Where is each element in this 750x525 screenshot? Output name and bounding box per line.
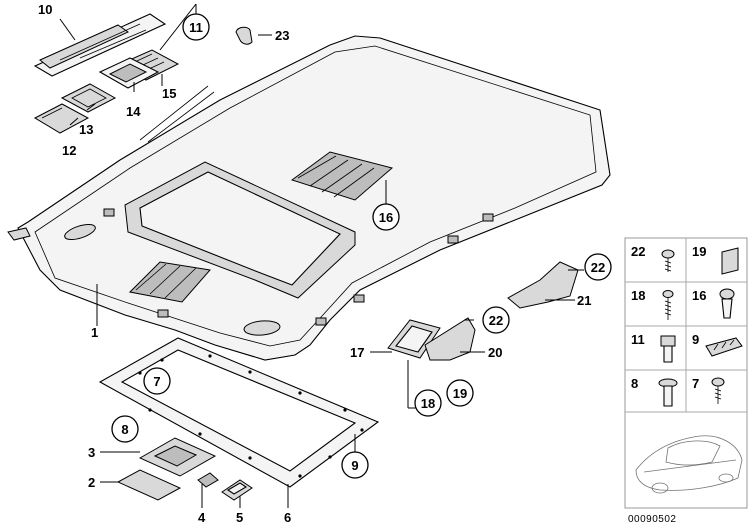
legend-label-19: 19 <box>692 244 706 259</box>
callout-4: 4 <box>198 510 206 525</box>
legend-label-18: 18 <box>631 288 645 303</box>
hex-bolt-icon <box>660 335 676 363</box>
legend-label-11: 11 <box>631 332 645 347</box>
callout-10: 10 <box>38 2 52 17</box>
expanding-rivet-icon <box>719 288 735 319</box>
callout-7: 7 <box>143 367 171 395</box>
tapping-screw-icon <box>711 377 725 404</box>
svg-text:22: 22 <box>489 313 503 328</box>
clip-plate-icon <box>721 247 739 275</box>
callout-17: 17 <box>350 345 364 360</box>
lens-13 <box>60 83 117 113</box>
screw-round-head-icon <box>661 249 675 272</box>
trim-clip-icon <box>705 337 743 357</box>
headliner-panel <box>7 35 611 361</box>
car-silhouette-icon <box>635 435 743 494</box>
svg-text:18: 18 <box>421 396 435 411</box>
callout-20: 20 <box>488 345 502 360</box>
callout-16: 16 <box>372 203 400 231</box>
callout-5: 5 <box>236 510 243 525</box>
callout-14: 14 <box>126 104 141 119</box>
svg-text:22: 22 <box>591 260 605 275</box>
callout-2: 2 <box>88 475 95 490</box>
svg-text:7: 7 <box>153 374 160 389</box>
callout-13: 13 <box>79 122 93 137</box>
svg-text:9: 9 <box>351 458 358 473</box>
svg-text:19: 19 <box>453 386 467 401</box>
clip-23 <box>235 26 253 45</box>
callout-21: 21 <box>577 293 591 308</box>
legend-label-7: 7 <box>692 376 699 391</box>
callout-1: 1 <box>91 325 98 340</box>
callouts: 10 11 23 15 14 13 12 16 1 7 8 3 2 4 5 6 … <box>38 2 612 525</box>
callout-12: 12 <box>62 143 76 158</box>
screw-long-icon <box>662 290 674 320</box>
bracket-21 <box>507 261 579 309</box>
light-housing-14 <box>98 57 160 89</box>
callout-22-lower: 22 <box>482 306 510 334</box>
callout-22-upper: 22 <box>584 253 612 281</box>
cover-12 <box>33 103 90 134</box>
callout-19: 19 <box>446 379 474 407</box>
svg-text:8: 8 <box>121 422 128 437</box>
light-cover-2 <box>116 469 182 501</box>
switch-4 <box>197 472 219 488</box>
svg-text:11: 11 <box>189 20 203 35</box>
leader-lines <box>59 3 584 508</box>
callout-8: 8 <box>111 415 139 443</box>
legend-label-16: 16 <box>692 288 706 303</box>
grab-handle-17 <box>387 319 441 359</box>
svg-text:16: 16 <box>379 210 393 225</box>
callout-23: 23 <box>275 28 289 43</box>
reference-number: 00090502 <box>628 514 677 525</box>
callout-3: 3 <box>88 445 95 460</box>
legend-label-8: 8 <box>631 376 638 391</box>
legend-label-9: 9 <box>692 332 699 347</box>
fastener-legend: 22 19 18 16 11 9 8 <box>624 237 748 509</box>
bulb-holder-5 <box>221 479 253 501</box>
interior-light-3 <box>138 437 217 477</box>
rear-grab-strip-11 <box>139 85 215 143</box>
callout-6: 6 <box>284 510 291 525</box>
rear-reading-light-bracket <box>33 13 167 77</box>
callout-15: 15 <box>162 86 176 101</box>
callout-9: 9 <box>341 451 369 479</box>
sunroof-seal-frame <box>98 337 380 488</box>
callout-18: 18 <box>414 389 442 417</box>
frame-holes <box>138 354 364 478</box>
callout-11: 11 <box>182 13 210 41</box>
bolt-washer-icon <box>658 378 678 407</box>
legend-label-22: 22 <box>631 244 645 259</box>
